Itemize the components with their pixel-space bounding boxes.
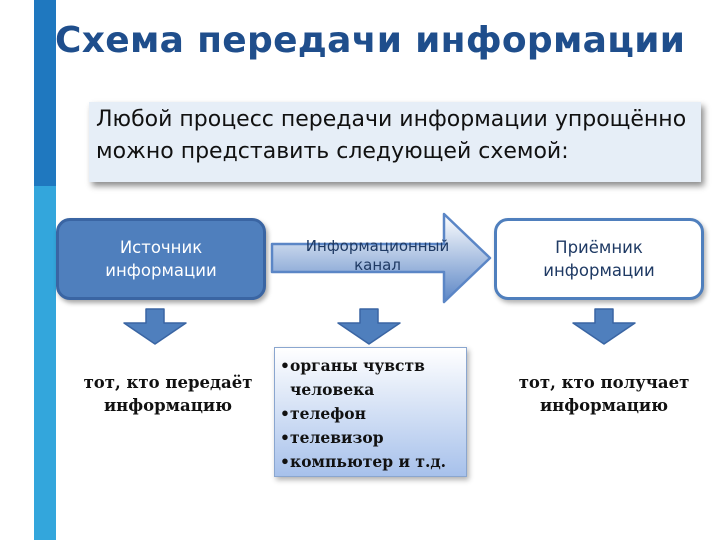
source-node: Источник информации xyxy=(56,218,266,300)
source-label-line2: информации xyxy=(105,261,217,280)
list-item: телевизор xyxy=(280,426,462,450)
receiver-caption: тот, кто получает информацию xyxy=(514,371,694,417)
source-caption-line2: информацию xyxy=(103,396,233,415)
channel-label: Информационный канал xyxy=(290,237,465,275)
channel-arrow xyxy=(270,212,492,304)
side-accent-bar-top xyxy=(34,0,56,186)
list-item: телефон xyxy=(280,402,462,426)
slide-title: Схема передачи информации xyxy=(55,20,686,61)
source-label-line1: Источник xyxy=(119,238,203,257)
receiver-caption-line2: информацию xyxy=(539,396,669,415)
receiver-caption-line1: тот, кто получает xyxy=(518,373,690,392)
intro-box xyxy=(89,102,701,182)
channel-label-line2: канал xyxy=(354,256,401,274)
down-arrow-source-icon xyxy=(123,308,187,345)
list-item: компьютер и т.д. xyxy=(280,450,462,474)
channel-examples-box: органы чувств человека телефон телевизор… xyxy=(274,347,467,477)
down-arrow-receiver-icon xyxy=(572,308,636,345)
down-arrow-channel-icon xyxy=(337,308,401,345)
channel-label-line1: Информационный xyxy=(305,237,450,255)
receiver-label-line1: Приёмник xyxy=(555,238,643,257)
list-item: органы чувств человека xyxy=(280,354,462,402)
source-caption-line1: тот, кто передаёт xyxy=(83,373,253,392)
receiver-node: Приёмник информации xyxy=(494,218,704,300)
source-caption: тот, кто передаёт информацию xyxy=(78,371,258,417)
receiver-label-line2: информации xyxy=(543,261,655,280)
channel-examples-list: органы чувств человека телефон телевизор… xyxy=(280,354,462,474)
intro-text: Любой процесс передачи информации упрощё… xyxy=(96,107,687,164)
